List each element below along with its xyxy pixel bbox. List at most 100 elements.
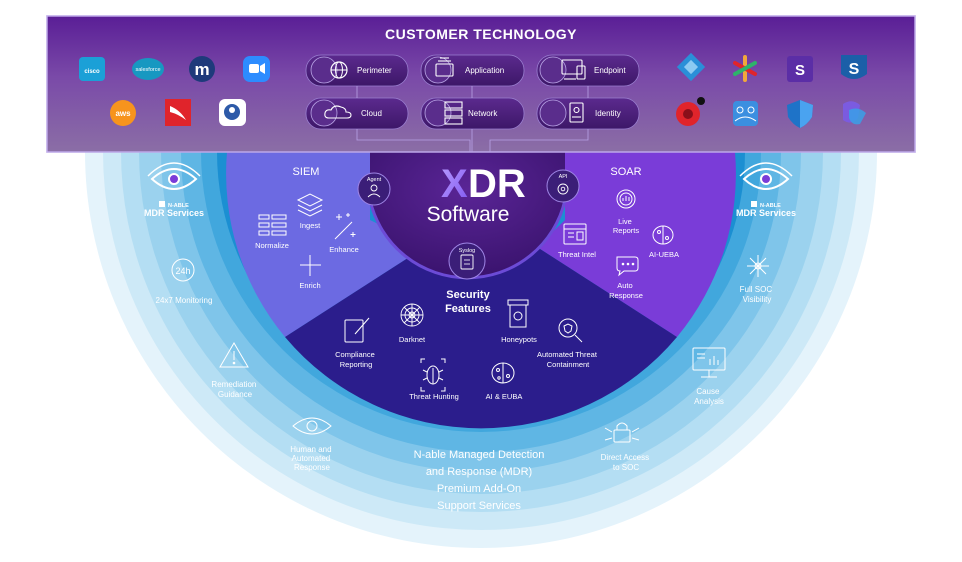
auto-response-label: Auto — [617, 281, 632, 290]
security-sector — [285, 247, 677, 429]
direct-access-label: Direct Access — [601, 453, 649, 462]
svg-text:Network: Network — [468, 109, 498, 118]
vendor-logos-right: S S — [676, 52, 867, 128]
perimeter-pill: Perimeter — [305, 54, 409, 87]
browser-icon — [563, 223, 587, 245]
network-pill: Network — [420, 97, 525, 130]
svg-text:Darknet: Darknet — [399, 335, 426, 344]
devices-icon — [561, 59, 586, 80]
svg-text:and Response (MDR): and Response (MDR) — [426, 466, 532, 478]
xdr-software-core: X DR Software Agent API Syslog — [357, 162, 580, 280]
ai-brain-icon — [491, 362, 515, 384]
user-icon — [370, 184, 378, 192]
nable-brand-right: N-ABLE — [751, 201, 781, 209]
svg-text:m: m — [194, 60, 209, 79]
brain-icon — [652, 225, 674, 245]
software-label: Software — [427, 203, 510, 226]
api-badge: API — [546, 169, 580, 203]
list-icon — [258, 214, 287, 236]
svg-text:API: API — [559, 174, 568, 180]
svg-text:Compliance Reporting: Compliance Reporting — [335, 350, 377, 369]
svg-text:Remediation Guidance: Remediation Guidance — [211, 380, 258, 399]
lock-network-icon — [604, 422, 640, 443]
live-reports-label: Live — [618, 217, 632, 226]
aws-logo — [110, 100, 136, 126]
soar-sector — [537, 152, 736, 337]
svg-text:Syslog: Syslog — [459, 248, 476, 254]
security-features-section: Security Features Darknet Honeypots Comp… — [335, 289, 599, 401]
salesforce-logo — [132, 58, 164, 80]
svg-text:Human and Automated: Human and Automated Response — [290, 445, 334, 472]
svg-text:AI-UEBA: AI-UEBA — [649, 250, 679, 259]
stack-icon — [435, 57, 454, 77]
spider-web-icon — [400, 303, 424, 327]
atc-label: Automated Threat — [537, 350, 598, 359]
svg-text:Cloud: Cloud — [361, 109, 382, 118]
identity-pill: Identity — [536, 97, 640, 130]
id-card-icon — [569, 102, 584, 123]
svg-text:Agent: Agent — [367, 177, 382, 183]
monitor-chart-icon — [692, 347, 726, 378]
siem-title: SIEM — [293, 166, 320, 178]
mdr-left: N-ABLE MDR Services 24h 24x7 Monitoring … — [144, 162, 334, 472]
cisco-logo — [79, 57, 105, 81]
magnify-shield-icon — [558, 318, 583, 343]
svg-text:Endpoint: Endpoint — [594, 66, 626, 75]
svg-text:Cause Analysis: Cause Analysis — [694, 387, 724, 406]
nable-brand-left: N-ABLE — [159, 201, 189, 209]
vendor-logos-left: cisco salesforce m aws — [79, 56, 270, 126]
chart-circle-icon — [616, 189, 636, 209]
soar-title: SOAR — [610, 166, 641, 178]
endpoint-pill: Endpoint — [536, 54, 640, 87]
asterisk-logo — [733, 55, 757, 82]
svg-text:Automated Threat Contain: Automated Threat Containment — [537, 350, 599, 369]
svg-text:24h: 24h — [175, 266, 190, 276]
svg-text:Threat Hunting: Threat Hunting — [409, 392, 459, 401]
eye-icon-right — [739, 162, 793, 190]
svg-text:AI & EUBA: AI & EUBA — [486, 392, 523, 401]
svg-text:cisco: cisco — [84, 69, 100, 75]
layers-icon — [296, 193, 324, 217]
xdr-core — [370, 152, 565, 278]
mimecast-logo — [189, 56, 215, 82]
connector-lines — [356, 86, 589, 152]
svg-text:aws: aws — [115, 109, 131, 118]
magic-wand-icon — [334, 213, 356, 240]
svg-text:S: S — [849, 61, 860, 78]
svg-text:Full SOC Visibility: Full SOC Visibility — [740, 285, 775, 304]
copilot-logo — [843, 101, 866, 125]
svg-text:Ingest: Ingest — [300, 221, 321, 230]
customer-technology-panel: CUSTOMER TECHNOLOGY cisco salesforce m a… — [46, 15, 916, 153]
security-title-1: Security — [446, 289, 490, 301]
svg-text:Perimeter: Perimeter — [357, 66, 392, 75]
svg-text:Direct Access to SOC: Direct Access to SOC — [601, 453, 652, 472]
warning-icon — [219, 342, 249, 368]
svg-text:Normalize: Normalize — [255, 241, 289, 250]
sentinel-s-logo — [841, 55, 867, 79]
mdr-bottom-text: N-able Managed Detection and Response (M… — [414, 449, 545, 512]
svg-text:Support Services: Support Services — [437, 500, 521, 512]
application-pill: Application — [420, 54, 525, 87]
header-title: CUSTOMER TECHNOLOGY — [385, 26, 577, 42]
people-logo — [733, 101, 758, 126]
honeypot-icon — [507, 299, 529, 328]
svg-text:Identity: Identity — [595, 109, 621, 118]
s-shield-logo — [787, 56, 813, 82]
svg-text:salesforce: salesforce — [135, 67, 160, 73]
xdr-dr: DR — [468, 162, 526, 206]
gear-icon — [557, 183, 569, 195]
svg-text:Application: Application — [465, 66, 504, 75]
svg-text:Enrich: Enrich — [299, 281, 320, 290]
svg-text:Live Reports: Live Reports — [613, 217, 640, 235]
plus-icon — [300, 255, 321, 276]
cloud-icon — [324, 105, 352, 119]
svg-text:Auto Response: Auto Response — [609, 281, 643, 300]
siem-sector — [226, 152, 425, 337]
eye-outline-icon — [292, 417, 332, 435]
security-title-2: Features — [445, 303, 491, 315]
soar-section: SOAR Live Reports Threat Intel AI-UEBA — [558, 166, 679, 300]
cloud-pill: Cloud — [305, 97, 409, 130]
category-pills: Perimeter Application — [305, 54, 640, 130]
server-icon — [444, 101, 463, 125]
